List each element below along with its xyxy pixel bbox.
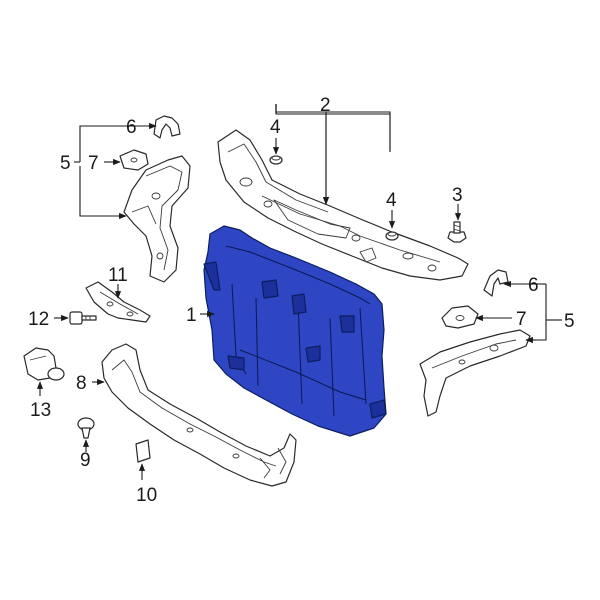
callout-2: 2 (320, 95, 331, 116)
callout-4-left: 4 (270, 117, 281, 138)
callout-9: 9 (80, 450, 91, 471)
callout-6-right: 6 (528, 275, 539, 296)
right-side-bracket[interactable] (419, 329, 531, 417)
bolt-part-3[interactable] (447, 221, 467, 243)
clip-part-9[interactable] (77, 417, 95, 439)
bracket-part-7-left[interactable] (119, 149, 149, 171)
plug-part-4-left[interactable] (269, 155, 283, 165)
callout-labels: 1 2 3 4 4 5 5 6 6 7 7 8 9 10 11 12 13 (28, 95, 575, 506)
bracket-part-7-right[interactable] (441, 305, 479, 329)
callout-8: 8 (76, 373, 87, 394)
callout-10: 10 (136, 485, 157, 506)
callout-12: 12 (28, 309, 49, 330)
radiator-support-highlighted[interactable] (203, 225, 387, 437)
bolt-part-12[interactable] (69, 311, 97, 325)
upper-tie-bar[interactable] (217, 129, 469, 281)
callout-4-right: 4 (386, 190, 397, 211)
lower-deflector[interactable] (101, 343, 297, 487)
sensor-part-13[interactable] (23, 347, 65, 381)
seal-part-10[interactable] (135, 439, 151, 463)
clip-part-6-left[interactable] (153, 115, 181, 139)
callout-1: 1 (186, 305, 197, 326)
callout-7-left: 7 (88, 153, 99, 174)
callout-6-left: 6 (126, 117, 137, 138)
callout-7-right: 7 (516, 309, 527, 330)
leader-lines (36, 104, 562, 480)
bracket-part-11[interactable] (85, 281, 151, 323)
clip-part-6-right[interactable] (483, 269, 509, 297)
callout-13: 13 (30, 400, 51, 421)
left-side-bracket[interactable] (123, 155, 191, 283)
callout-11: 11 (108, 265, 128, 286)
callout-5-left: 5 (60, 153, 71, 174)
plug-part-4-right[interactable] (385, 231, 399, 241)
callout-3: 3 (452, 185, 463, 206)
callout-5-right: 5 (564, 311, 575, 332)
